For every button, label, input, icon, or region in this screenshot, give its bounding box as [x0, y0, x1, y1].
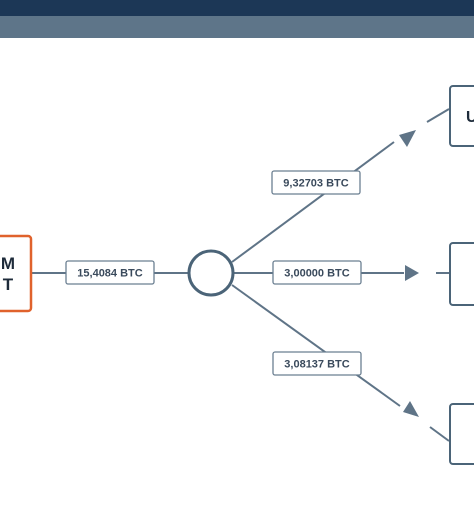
output-amount-text-bottom: 3,08137 BTC — [284, 359, 349, 371]
source-node-label-line1: M — [1, 254, 15, 273]
output-amount-label-middle: 3,00000 BTC — [272, 260, 362, 285]
transaction-hub-node[interactable] — [187, 249, 235, 297]
header-bar — [0, 0, 474, 16]
output-amount-label-top: 9,32703 BTC — [271, 170, 361, 195]
top-connector-tail — [426, 108, 450, 123]
output-amount-label-bottom: 3,08137 BTC — [272, 351, 362, 376]
output-amount-text-top: 9,32703 BTC — [283, 178, 348, 190]
source-node-label-line2: T — [3, 275, 14, 294]
output-node-top-label: U — [466, 109, 474, 126]
output-amount-text-middle: 3,00000 BTC — [284, 268, 349, 280]
arrow-bottom-icon — [403, 401, 419, 417]
output-node-middle[interactable] — [449, 242, 474, 306]
input-amount-label: 15,4084 BTC — [65, 260, 155, 285]
arrow-middle-icon — [405, 265, 419, 281]
input-amount-text: 15,4084 BTC — [77, 268, 142, 280]
output-node-top[interactable]: U — [449, 85, 474, 147]
top-connector — [231, 141, 395, 263]
source-node[interactable]: M T — [0, 234, 33, 313]
bottom-connector — [231, 284, 401, 407]
subheader-bar — [0, 16, 474, 38]
arrow-top-icon — [399, 130, 416, 147]
output-node-bottom[interactable] — [449, 403, 474, 465]
bottom-connector-tail — [429, 426, 450, 442]
